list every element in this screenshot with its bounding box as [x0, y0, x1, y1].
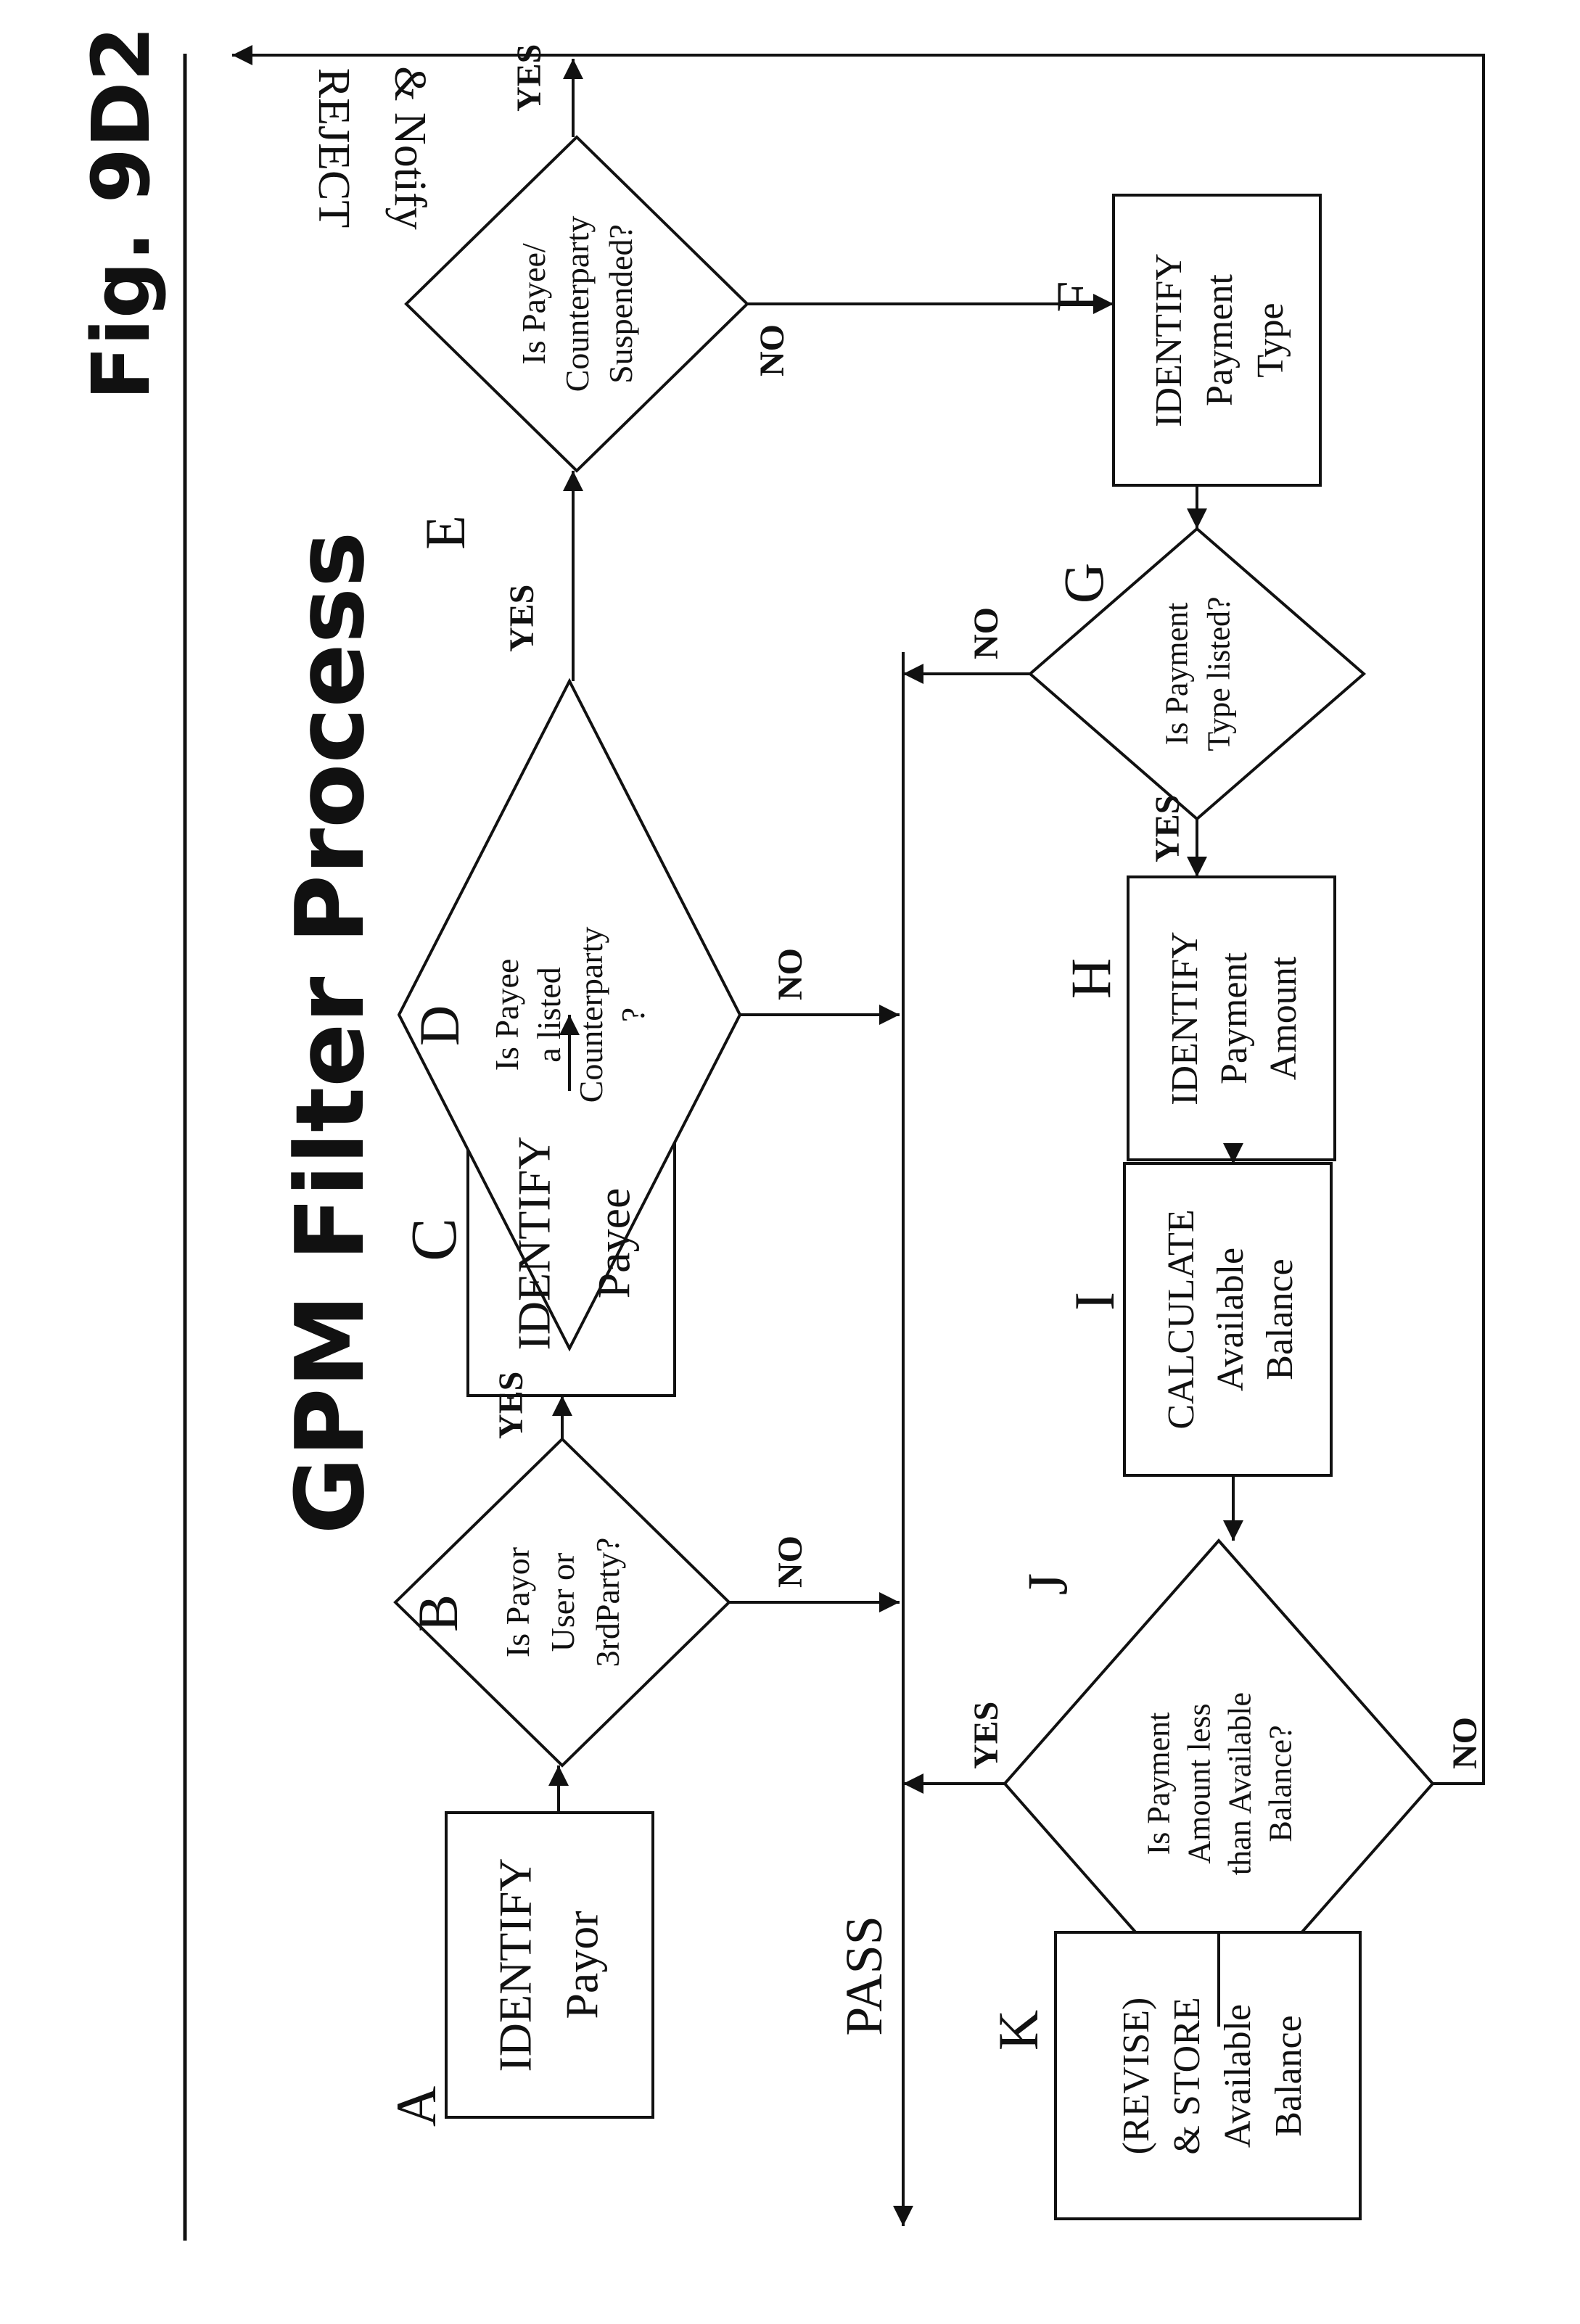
node-B-text-line: 3rdParty? — [589, 1538, 626, 1668]
node-E-text-line: Counterparty — [559, 216, 596, 392]
node-J-text-line: Balance? — [1262, 1725, 1298, 1842]
node-I-text-line: CALCULATE — [1161, 1209, 1202, 1429]
node-G-text-line: Is Payment — [1159, 603, 1194, 746]
node-H-text-line: Amount — [1263, 956, 1304, 1080]
node-H-text-line: Payment — [1214, 952, 1255, 1084]
node-H-letter: H — [1059, 958, 1122, 999]
label-no-G: NO — [967, 607, 1005, 659]
node-K-text-line: (REVISE) — [1116, 1998, 1157, 2155]
label-yes-E: YES — [510, 44, 548, 112]
node-E-text-line: Is Payee/ — [515, 243, 552, 365]
node-G-letter: G — [1052, 563, 1115, 603]
node-A-text-line: Payor — [556, 1911, 607, 2019]
node-J-text-line: Is Payment — [1140, 1713, 1176, 1855]
node-I-letter: I — [1063, 1292, 1126, 1311]
node-D-text-line: a listed — [530, 967, 567, 1063]
reject-label-line1: REJECT — [309, 68, 358, 228]
node-K-text-line: Balance — [1268, 2015, 1309, 2136]
node-C-text-line: Payee — [588, 1188, 639, 1299]
page-title: GPM Filter Process — [275, 532, 385, 1535]
node-C-text-line: IDENTIFY — [508, 1136, 559, 1350]
node-A-text-line: IDENTIFY — [489, 1858, 540, 2072]
node-E-text-line: Suspended? — [602, 224, 639, 384]
node-D-text-line: Is Payee — [488, 959, 525, 1071]
figure-label: Fig. 9D2 — [75, 26, 168, 400]
node-A-letter: A — [384, 2086, 448, 2127]
node-F-letter: F — [1045, 281, 1108, 312]
node-K-text-line: Available — [1217, 2004, 1259, 2148]
label-no-B: NO — [771, 1536, 810, 1588]
label-no-J: NO — [1446, 1717, 1484, 1769]
node-B-letter: B — [406, 1594, 469, 1632]
node-H-text-line: IDENTIFY — [1164, 931, 1206, 1105]
reject-label-line2: & Notify — [385, 66, 435, 230]
node-B-text-line: Is Payor — [499, 1547, 536, 1657]
node-G-text-line: Type listed? — [1201, 596, 1236, 751]
node-D-letter: D — [408, 1005, 471, 1046]
label-yes-B: YES — [492, 1372, 530, 1439]
label-yes-G: YES — [1148, 795, 1187, 862]
node-D-text-line: Counterparty — [572, 927, 609, 1103]
node-B-text-line: User or — [544, 1553, 581, 1652]
node-K-text-line: & STORE — [1167, 1997, 1208, 2154]
rotated-content: Fig. 9D2 GPM Filter Process — [75, 26, 1484, 2241]
node-E-letter: E — [413, 515, 477, 550]
label-yes-D: YES — [503, 585, 541, 652]
pass-label: PASS — [835, 1916, 893, 2036]
reject-label: REJECT & Notify — [309, 66, 435, 230]
node-D-text-line: ? — [614, 1008, 651, 1022]
node-J-letter: J — [1016, 1573, 1079, 1595]
node-C-letter: C — [398, 1218, 470, 1261]
node-I-text-line: Balance — [1259, 1258, 1301, 1380]
node-I-text-line: Available — [1210, 1248, 1251, 1391]
node-J-text-line: Amount less — [1181, 1703, 1217, 1863]
label-yes-J: YES — [967, 1702, 1005, 1769]
label-no-E: NO — [753, 324, 791, 376]
node-F-text-line: IDENTIFY — [1148, 253, 1190, 427]
node-J-text-line: than Available — [1222, 1692, 1257, 1875]
node-K-letter: K — [987, 2010, 1050, 2051]
node-F-text-line: Type — [1250, 302, 1291, 377]
node-F-text-line: Payment — [1199, 273, 1240, 406]
node-A-box — [446, 1813, 653, 2117]
label-no-D: NO — [771, 948, 810, 1000]
